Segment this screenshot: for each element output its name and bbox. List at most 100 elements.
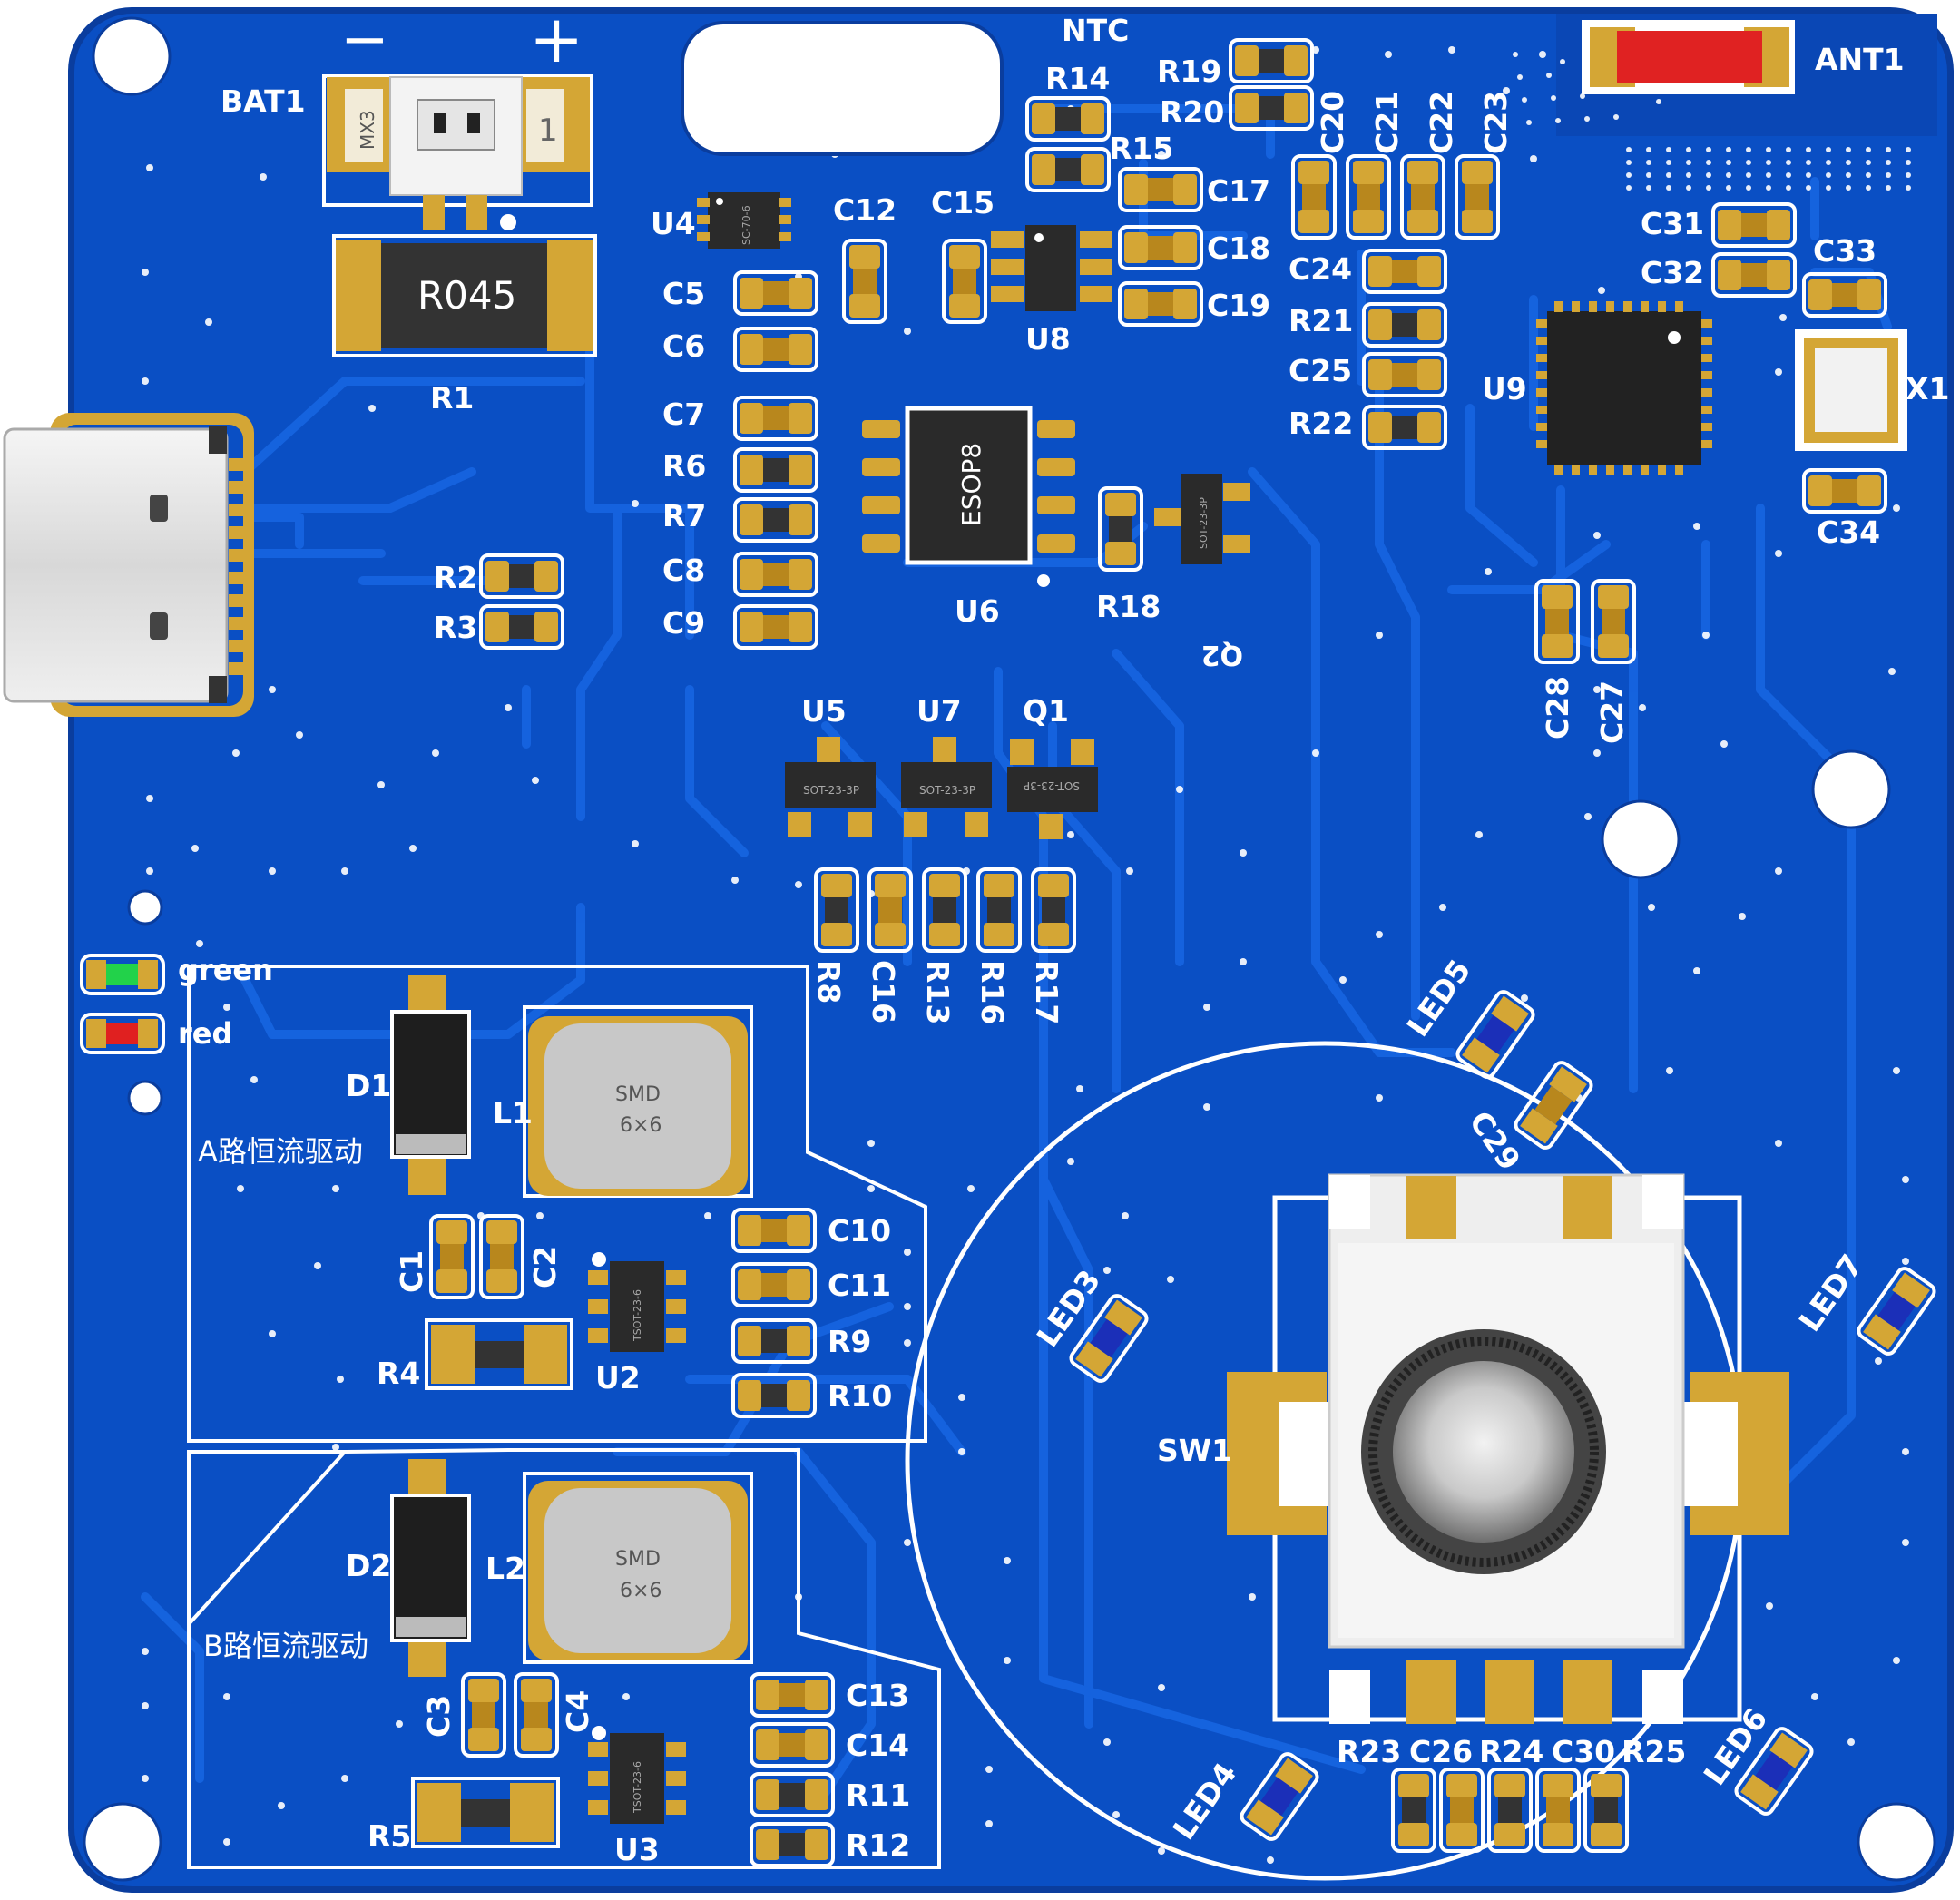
c7-label: C7 xyxy=(662,397,705,432)
ring-leds xyxy=(1069,990,1936,1841)
u7-chip[interactable] xyxy=(901,737,992,837)
r20-label: R20 xyxy=(1160,94,1224,130)
r19-label: R19 xyxy=(1157,54,1221,89)
c4-label: C4 xyxy=(560,1690,595,1733)
b-driver-region xyxy=(187,1448,941,1869)
r5-label: R5 xyxy=(368,1818,411,1854)
c17-label: C17 xyxy=(1207,173,1270,209)
c32-label: C32 xyxy=(1641,255,1704,290)
bat-pin1-label: 1 xyxy=(538,113,558,149)
r21-label: R21 xyxy=(1289,303,1353,338)
u2-marking: TSOT-23-6 xyxy=(632,1289,643,1342)
u4-chip[interactable] xyxy=(697,192,791,249)
c2-label: C2 xyxy=(527,1246,563,1288)
board-slot xyxy=(681,21,1004,156)
r3-label: R3 xyxy=(434,610,477,645)
c16-label: C16 xyxy=(866,960,901,1023)
u3-chip[interactable] xyxy=(588,1726,686,1824)
u3-label: U3 xyxy=(614,1832,660,1867)
r8-label: R8 xyxy=(811,960,847,1004)
r5-resistor[interactable] xyxy=(411,1777,560,1848)
r14-label: R14 xyxy=(1045,61,1110,96)
u8-chip[interactable] xyxy=(991,225,1112,311)
q1-transistor[interactable] xyxy=(1007,739,1098,839)
r4-label: R4 xyxy=(377,1356,420,1391)
r6-label: R6 xyxy=(662,448,706,484)
u2-label: U2 xyxy=(595,1360,641,1396)
c11-label: C11 xyxy=(828,1268,891,1303)
c24-label: C24 xyxy=(1289,251,1352,287)
usb-c-connector[interactable] xyxy=(3,413,254,717)
status-led-red xyxy=(80,1013,165,1054)
c19-label: C19 xyxy=(1207,288,1270,323)
mounting-holes xyxy=(83,16,1936,1882)
u5-label: U5 xyxy=(801,693,847,729)
r18-label: R18 xyxy=(1096,589,1161,624)
c3-label: C3 xyxy=(421,1695,456,1738)
c33-label: C33 xyxy=(1813,233,1877,269)
d1-diode[interactable] xyxy=(390,975,471,1195)
u9-label: U9 xyxy=(1482,371,1527,406)
r13-label: R13 xyxy=(920,960,956,1024)
r1-label: R1 xyxy=(430,380,474,416)
c15-label: C15 xyxy=(931,185,995,220)
sw1-rotary-encoder[interactable] xyxy=(1227,1173,1789,1724)
c13-label: C13 xyxy=(846,1678,909,1713)
r17-label: R17 xyxy=(1029,960,1064,1024)
sw1-label: SW1 xyxy=(1157,1433,1232,1468)
u5-chip[interactable] xyxy=(785,737,876,837)
u3-marking: TSOT-23-6 xyxy=(632,1761,643,1814)
q2-transistor[interactable] xyxy=(1154,474,1250,564)
c23-label: C23 xyxy=(1478,91,1514,154)
u6-label: U6 xyxy=(955,593,1000,629)
x1-label: X1 xyxy=(1906,371,1949,406)
r12-label: R12 xyxy=(846,1827,910,1863)
r16-label: R16 xyxy=(975,960,1010,1024)
r10-label: R10 xyxy=(828,1378,892,1414)
r045-marking: R045 xyxy=(417,273,516,318)
r2-label: R2 xyxy=(434,560,477,595)
bat-minus-label: − xyxy=(340,6,389,73)
bat1-connector[interactable] xyxy=(322,74,593,230)
u4-marking: SC-70-6 xyxy=(740,205,752,245)
u6-chip[interactable] xyxy=(862,406,1075,587)
q2-label: Q2 xyxy=(1201,639,1243,671)
d2-diode[interactable] xyxy=(390,1459,471,1677)
small-passives xyxy=(429,38,1887,1867)
l2-size-marking: 6×6 xyxy=(620,1580,662,1602)
c12-label: C12 xyxy=(833,192,897,228)
c27-label: C27 xyxy=(1594,681,1630,744)
r7-label: R7 xyxy=(662,498,706,534)
l1-smd-marking: SMD xyxy=(615,1083,661,1106)
u7-label: U7 xyxy=(916,693,962,729)
u9-mcu[interactable] xyxy=(1536,301,1712,475)
ant1-antenna[interactable] xyxy=(1582,20,1795,94)
c20-label: C20 xyxy=(1315,91,1350,154)
d2-label: D2 xyxy=(346,1548,391,1583)
c5-label: C5 xyxy=(662,276,705,311)
r1-shunt-resistor[interactable] xyxy=(332,234,597,357)
c25-label: C25 xyxy=(1289,353,1352,388)
c26-label: C26 xyxy=(1409,1734,1473,1769)
c22-label: C22 xyxy=(1424,91,1459,154)
u2-chip[interactable] xyxy=(588,1252,686,1352)
l1-label: L1 xyxy=(493,1095,533,1131)
c14-label: C14 xyxy=(846,1728,909,1763)
r11-label: R11 xyxy=(846,1778,910,1813)
r9-label: R9 xyxy=(828,1324,871,1359)
c31-label: C31 xyxy=(1641,206,1704,241)
x1-crystal[interactable] xyxy=(1795,329,1907,451)
a-driver-region xyxy=(187,965,927,1443)
r4-resistor[interactable] xyxy=(425,1318,573,1390)
l1-inductor[interactable] xyxy=(523,1005,753,1198)
u4-label: U4 xyxy=(651,206,696,241)
u7-marking: SOT-23-3P xyxy=(919,784,975,797)
u5-marking: SOT-23-3P xyxy=(803,784,859,797)
q1-label: Q1 xyxy=(1023,693,1069,729)
esop8-marking: ESOP8 xyxy=(956,443,986,526)
r15-label: R15 xyxy=(1109,131,1173,166)
l2-inductor[interactable] xyxy=(523,1472,753,1664)
q2-marking: SOT-23-3P xyxy=(1198,497,1210,549)
b-driver-caption: B路恒流驱动 xyxy=(203,1629,368,1663)
